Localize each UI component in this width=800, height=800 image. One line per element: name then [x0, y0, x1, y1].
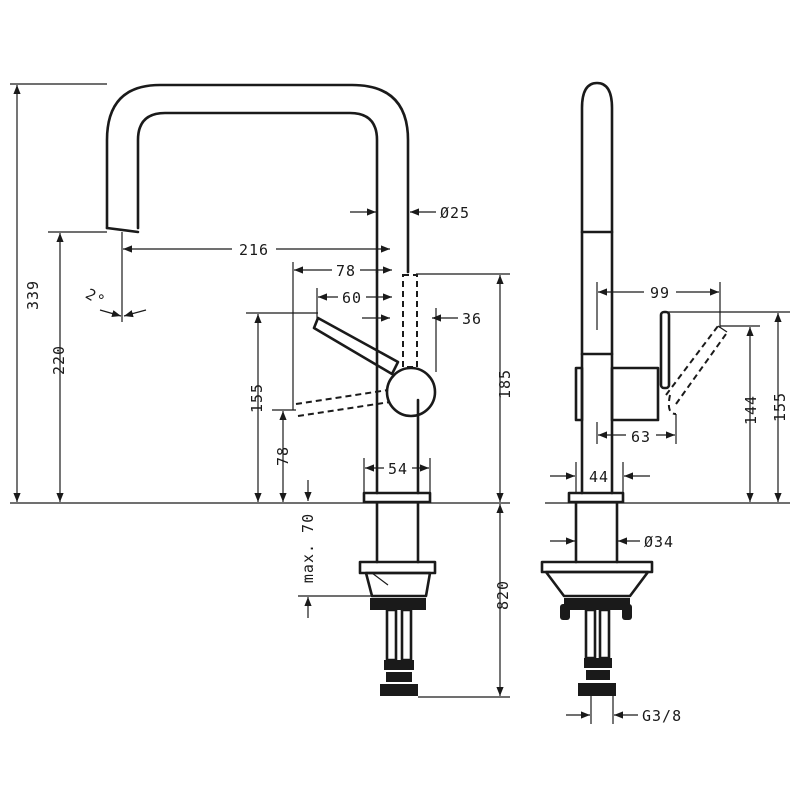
- dim-99-bg: [644, 283, 676, 301]
- spout-tip: [105, 226, 140, 234]
- side-hose-connector-3: [578, 683, 616, 696]
- dim-2deg-right: [123, 309, 147, 318]
- dim-155f-label: 155: [248, 383, 266, 413]
- hose-connector-2: [386, 672, 412, 682]
- dim-54-label: 54: [388, 460, 408, 478]
- side-hose-connector-2: [586, 670, 610, 680]
- dim-d34-label: Ø34: [644, 533, 674, 551]
- side-spout: [580, 81, 614, 495]
- side-lever-plate: [659, 310, 671, 390]
- dim-2deg-left: [99, 309, 122, 317]
- lever-handle: [312, 316, 400, 376]
- side-mounting-plate: [540, 560, 654, 574]
- dim-54-bg: [384, 459, 412, 477]
- side-housing: [610, 366, 660, 422]
- dim-155s-label: 155: [771, 392, 789, 422]
- dim-185-label: 185: [496, 369, 514, 399]
- fixing-ring: [370, 598, 426, 610]
- dim-216-label: 216: [239, 241, 269, 259]
- dim-99-label: 99: [650, 284, 670, 302]
- dim-g38-label: G3/8: [642, 707, 682, 725]
- lever-knob: [385, 366, 437, 418]
- side-base-plate: [567, 491, 625, 504]
- dim-63-bg: [626, 426, 656, 444]
- mounting-nut: [358, 560, 437, 575]
- dim-78h-bg: [332, 261, 360, 279]
- base-plate: [362, 491, 432, 504]
- hose-connector-1: [384, 660, 414, 670]
- side-mounting-bracket: [544, 570, 650, 598]
- dim-36-label: 36: [462, 310, 482, 328]
- hose-right: [400, 608, 413, 662]
- dim-78v-label: 78: [274, 446, 292, 466]
- dim-63-label: 63: [631, 428, 651, 446]
- side-hose-1: [584, 608, 597, 660]
- dim-max70-label: max. 70: [299, 513, 317, 583]
- hose-connector-3: [380, 684, 418, 696]
- dim-2deg-label: 2°: [82, 285, 108, 311]
- side-view: 99 144 155 63 44 Ø34 G3/8: [540, 81, 790, 725]
- side-hose-connector-1: [584, 658, 612, 668]
- side-fixing-ring: [564, 598, 630, 610]
- dim-220-label: 220: [50, 345, 68, 375]
- pullout-hose-dashed: [402, 274, 418, 368]
- lever-handle-alt: [295, 389, 391, 417]
- spout-inner: [136, 111, 379, 274]
- side-lever-tip: [717, 325, 728, 333]
- side-lever-alt: [665, 325, 727, 415]
- dim-216-bg: [232, 240, 276, 258]
- side-fixing-clip-r: [622, 604, 632, 620]
- dim-d25-label: Ø25: [440, 204, 470, 222]
- side-housing-back: [574, 366, 584, 422]
- dim-144-label: 144: [742, 395, 760, 425]
- bracket-wedge: [371, 572, 389, 586]
- dim-820-label: 820: [494, 580, 512, 610]
- dim-44-label: 44: [589, 468, 609, 486]
- hose-left: [385, 608, 398, 662]
- front-view: 339 220 216 2° Ø25 78 60 36: [10, 83, 514, 698]
- mounting-bracket: [364, 571, 432, 598]
- spout-outer: [105, 83, 410, 274]
- dim-60-label: 60: [342, 289, 362, 307]
- side-hose-2: [598, 608, 611, 660]
- dim-339-label: 339: [24, 280, 42, 310]
- dim-78h-label: 78: [336, 262, 356, 280]
- side-fixing-clip-l: [560, 604, 570, 620]
- dim-60-bg: [338, 288, 366, 306]
